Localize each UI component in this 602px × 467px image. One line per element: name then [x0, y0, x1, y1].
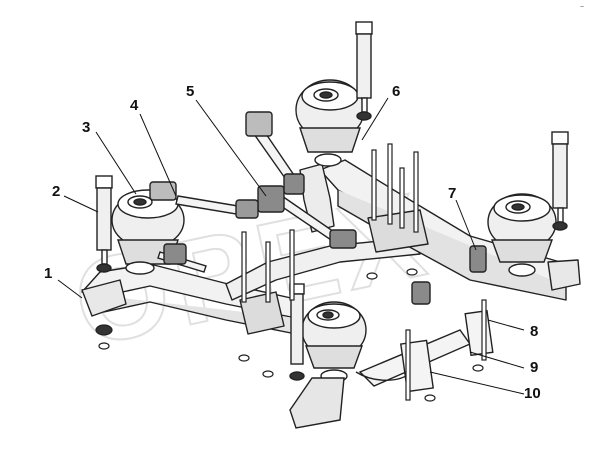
air-spring-rear-left	[111, 189, 185, 275]
shock-absorber-left	[95, 175, 113, 273]
callout-9: 9	[530, 359, 538, 376]
mounting-studs	[241, 143, 487, 401]
right-end-bracket	[547, 259, 581, 291]
front-left-support	[289, 377, 345, 429]
leader-6	[361, 97, 389, 141]
air-spring-rear-right	[295, 79, 365, 167]
shock-absorber-front	[289, 283, 305, 381]
callout-1: 1	[44, 265, 52, 282]
leader-7	[455, 199, 477, 251]
leader-4	[139, 113, 177, 197]
center-mount-right	[367, 209, 429, 253]
leader-3	[95, 131, 137, 195]
leader-1	[57, 279, 83, 299]
callout-5: 5	[186, 83, 194, 100]
shock-absorber-right	[551, 131, 569, 231]
front-cross-beam	[225, 237, 421, 301]
leader-10	[429, 371, 525, 395]
callout-8: 8	[530, 323, 538, 340]
callouts: 1 2 3 4 5 6 7 8 9 10	[44, 83, 541, 402]
bushings	[149, 111, 487, 305]
corner-mark: ~	[580, 4, 584, 11]
callout-3: 3	[82, 119, 90, 136]
leader-5	[195, 99, 267, 197]
callout-10: 10	[524, 385, 541, 402]
center-mount-left	[239, 291, 285, 335]
air-spring-front-left	[289, 301, 367, 429]
callout-4: 4	[130, 97, 139, 114]
callout-6: 6	[392, 83, 400, 100]
callout-2: 2	[52, 183, 60, 200]
leader-8	[487, 319, 525, 331]
callout-7: 7	[448, 185, 456, 202]
lower-cross-tube	[355, 309, 494, 393]
front-left-bracket	[81, 279, 127, 317]
air-spring-front-right	[487, 193, 557, 277]
shock-absorber-rear	[355, 21, 373, 121]
leader-9	[469, 351, 525, 369]
nuts	[95, 268, 484, 402]
leader-2	[63, 195, 99, 213]
clamp-plate-2	[464, 309, 494, 357]
leader-lines	[57, 97, 525, 395]
